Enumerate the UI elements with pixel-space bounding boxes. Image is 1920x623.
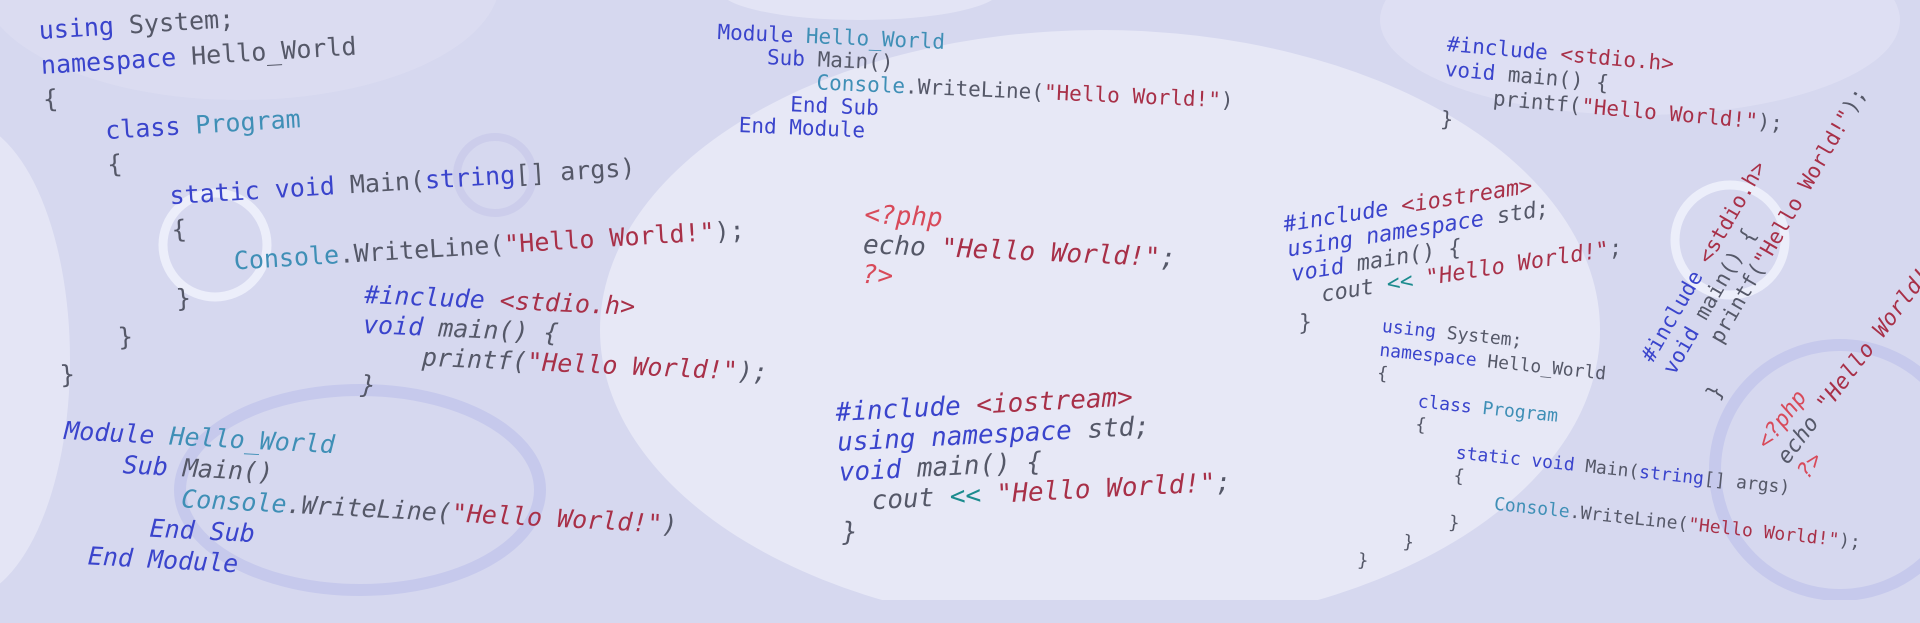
ring-left [158, 188, 272, 302]
ring-right [1670, 180, 1790, 300]
code-token: } [1356, 549, 1370, 572]
bubble-top-right [1380, 0, 1900, 115]
code-line: } [359, 369, 377, 400]
code-token: } [841, 517, 859, 548]
code-token: class [104, 111, 182, 145]
code-token [44, 116, 106, 149]
code-token: Main( [333, 165, 426, 200]
code-token: main() { [422, 312, 560, 348]
code-line: } [56, 321, 134, 355]
ring-bottom-left [174, 384, 546, 596]
code-line: } [1439, 106, 1455, 132]
bubble-center [600, 30, 1600, 600]
code-line: ?> [861, 259, 894, 292]
code-line: <?php [863, 200, 944, 234]
bubble-left [0, 136, 70, 584]
code-token [1374, 386, 1419, 411]
bubble-top-left [0, 0, 497, 100]
code-line: { [1376, 362, 1390, 385]
ring-bottom-right [1709, 339, 1920, 600]
code-token: ) [661, 509, 679, 540]
code-token: Main() [167, 452, 274, 487]
code-token: void [1443, 56, 1497, 86]
code-token: } [1439, 106, 1455, 132]
code-line: { [42, 83, 59, 114]
code-token: void [362, 309, 424, 342]
code-token: ; [1159, 242, 1177, 274]
code-token: ; [1214, 467, 1232, 499]
code-token: ); [1838, 529, 1862, 553]
ring-small [453, 133, 537, 217]
background-decoration [0, 0, 1920, 600]
code-token: } [359, 369, 377, 400]
code-token: ?> [861, 259, 894, 292]
code-token: using [37, 11, 115, 45]
code-token: ) [1220, 88, 1234, 113]
code-line: } [58, 359, 76, 390]
code-token: Sub [61, 446, 169, 482]
code-token: ); [713, 214, 746, 246]
code-token: Module [63, 416, 156, 450]
code-token: #include [363, 280, 486, 315]
code-token: cout [839, 482, 951, 518]
code-token: { [1376, 362, 1390, 385]
code-token: { [46, 149, 124, 183]
code-token: << [1384, 268, 1416, 298]
code-token: void [838, 454, 903, 488]
code-token: << [949, 480, 982, 513]
code-token: echo [862, 229, 942, 264]
code-token: std; [1070, 411, 1151, 446]
code-token: } [58, 359, 76, 390]
code-line: } [841, 517, 859, 548]
code-token: ); [737, 356, 769, 387]
code-token: { [42, 83, 59, 114]
code-line: } [1356, 549, 1370, 572]
code-token: <?php [863, 200, 944, 234]
bubble-top-mid [728, 0, 992, 20]
code-line: { [46, 149, 124, 183]
code-token: ); [1756, 109, 1784, 136]
code-token: string [424, 159, 516, 195]
code-token: } [56, 321, 134, 355]
